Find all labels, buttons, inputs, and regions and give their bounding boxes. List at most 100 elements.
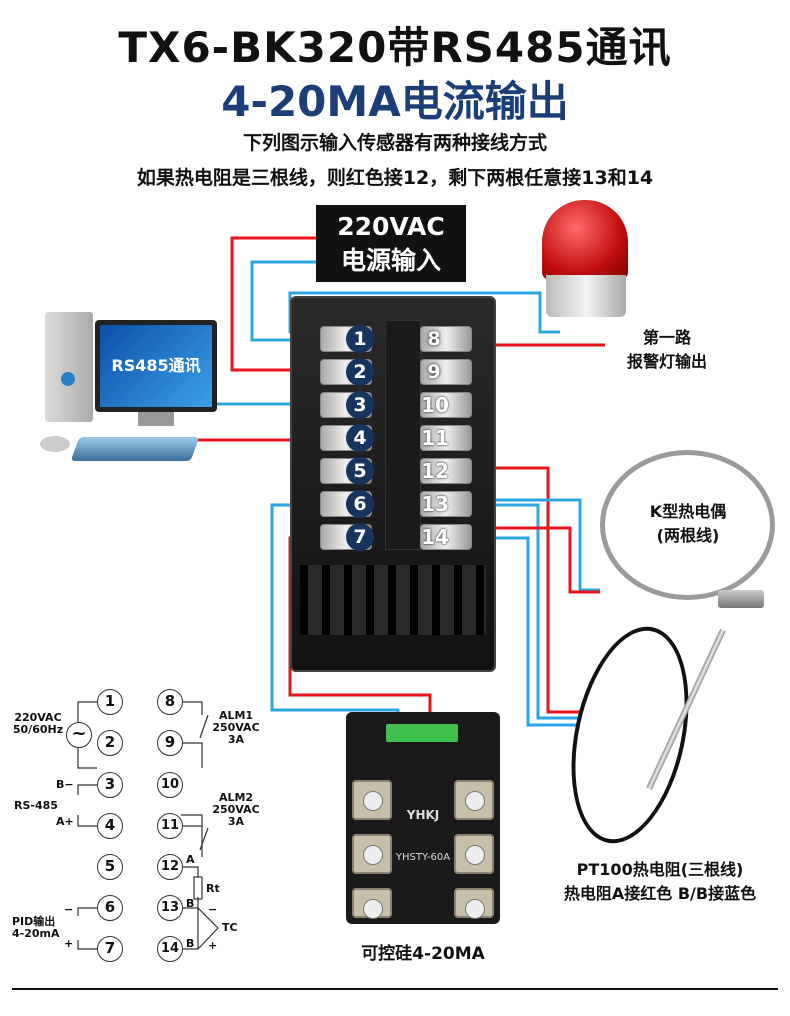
power-spec-line1: 220VAC — [14, 711, 62, 724]
sensor-rt: Rt — [206, 882, 220, 895]
monitor-stand — [138, 412, 174, 426]
terminal-number: 9 — [427, 361, 441, 383]
schematic-terminal: 8 — [157, 689, 183, 715]
rs485-label: RS-485 — [14, 799, 58, 812]
sensor-plus: + — [208, 939, 218, 952]
terminal-number: 1 — [346, 325, 374, 353]
terminal-number: 3 — [346, 391, 374, 419]
schematic-terminal: 12 — [157, 854, 183, 880]
rs485-a: A+ — [56, 815, 74, 828]
controller-window — [385, 320, 421, 550]
title-line2: 4-20MA电流输出 — [221, 77, 569, 126]
terminal-8[interactable] — [420, 326, 472, 352]
sensor-tc: TC — [222, 921, 238, 934]
alm1-spec: ALM1 250VAC 3A — [208, 710, 264, 746]
terminal-number: 8 — [427, 328, 441, 350]
schematic-terminal: 9 — [157, 730, 183, 756]
sensor-b2: B — [186, 937, 195, 950]
scr-bolt — [352, 888, 392, 919]
rs485-b: B− — [56, 778, 74, 791]
alm2-line2: 250VAC — [212, 803, 260, 816]
schematic-terminal: 7 — [97, 936, 123, 962]
terminal-10[interactable] — [420, 392, 472, 418]
pc-tower — [45, 312, 93, 422]
subtitle-line1: 下列图示输入传感器有两种接线方式 — [242, 132, 547, 154]
pid-plus: + — [64, 937, 74, 950]
wire-red-power — [230, 236, 345, 372]
subtitle-line2: 如果热电阻是三根线，则红色接12，剩下两根任意接13和14 — [136, 167, 654, 189]
schematic-terminal: 11 — [157, 813, 183, 839]
alarm-label-line2: 报警灯输出 — [626, 352, 707, 371]
scr-bolt — [454, 888, 494, 919]
terminal-13[interactable] — [420, 491, 472, 517]
alarm-label: 第一路 报警灯输出 — [612, 326, 722, 374]
sensor-b1: B — [186, 897, 195, 910]
scr-brand: YHKJ — [406, 808, 440, 822]
keyboard — [70, 437, 200, 461]
monitor: RS485通讯 — [95, 320, 217, 412]
terminal-14[interactable] — [420, 524, 472, 550]
alarm-label-line1: 第一路 — [642, 328, 691, 347]
scr-bolt — [352, 780, 392, 820]
terminal-9[interactable] — [420, 359, 472, 385]
pid-line1: PID输出 — [12, 915, 56, 928]
scr-bolt — [454, 780, 494, 820]
power-spec-line2: 50/60Hz — [12, 723, 64, 736]
terminal-number: 5 — [346, 457, 374, 485]
pt100-label-line2: 热电阻A接红色 B/B接蓝色 — [563, 884, 757, 903]
alm1-line2: 250VAC — [212, 721, 260, 734]
mouse — [40, 436, 70, 452]
scr-terminal-block — [386, 724, 458, 742]
alm2-line3: 3A — [227, 815, 245, 828]
alm2-line1: ALM2 — [218, 791, 254, 804]
schematic-terminal: 1 — [97, 689, 123, 715]
schematic-terminal: 5 — [97, 854, 123, 880]
terminal-11[interactable] — [420, 425, 472, 451]
schematic-terminal: 14 — [157, 936, 183, 962]
alarm-lamp — [542, 200, 628, 280]
terminal-12[interactable] — [420, 458, 472, 484]
schematic-terminal: 6 — [97, 895, 123, 921]
pt100-label: PT100热电阻(三根线) 热电阻A接红色 B/B接蓝色 — [520, 858, 790, 906]
schematic-terminal: 10 — [157, 772, 183, 798]
alm1-line1: ALM1 — [218, 709, 254, 722]
terminal-number: 6 — [346, 490, 374, 518]
ac-source-icon: ~ — [66, 722, 92, 748]
schematic-terminal: 2 — [97, 730, 123, 756]
terminal-number: 11 — [421, 426, 449, 450]
pid-line2: 4-20mA — [12, 927, 60, 940]
title-line1: TX6-BK320带RS485通讯 — [118, 23, 672, 72]
terminal-number: 13 — [421, 492, 449, 516]
scr-bolt — [454, 834, 494, 874]
wire-blue-13 — [445, 498, 600, 592]
alm1-line3: 3A — [227, 733, 245, 746]
pid-minus: − — [64, 903, 74, 916]
thermocouple-cable — [600, 450, 775, 600]
screen-label: RS485通讯 — [100, 325, 212, 407]
power-spec: 220VAC 50/60Hz — [10, 712, 66, 736]
scr-label: 可控硅4-20MA — [361, 944, 485, 964]
schematic-terminal: 3 — [97, 772, 123, 798]
alarm-lamp-base — [546, 275, 626, 317]
terminal-number: 2 — [346, 358, 374, 386]
terminal-number: 10 — [421, 393, 449, 417]
wire-red-12 — [445, 466, 580, 714]
alm2-spec: ALM2 250VAC 3A — [208, 792, 264, 828]
wire-red-14 — [445, 526, 600, 594]
terminal-number: 7 — [346, 523, 374, 551]
thermocouple-label-line1: K型热电偶 — [649, 502, 727, 521]
thermocouple-label-line2: (两根线) — [656, 526, 720, 545]
power-input-label: 220VAC 电源输入 — [316, 205, 466, 282]
schematic-terminal: 13 — [157, 895, 183, 921]
terminal-number: 12 — [421, 459, 449, 483]
bottom-divider — [12, 988, 778, 990]
scr-module: YHKJ YHSTY-60A — [346, 712, 500, 924]
thermocouple-label: K型热电偶 (两根线) — [628, 500, 748, 548]
scr-model: YHSTY-60A — [395, 852, 451, 863]
schematic-terminal: 4 — [97, 813, 123, 839]
pc-power-button-icon — [61, 372, 75, 386]
terminal-number: 14 — [421, 525, 449, 549]
terminal-number: 4 — [346, 424, 374, 452]
thermocouple-probe — [718, 590, 764, 608]
scr-bolt — [352, 834, 392, 874]
